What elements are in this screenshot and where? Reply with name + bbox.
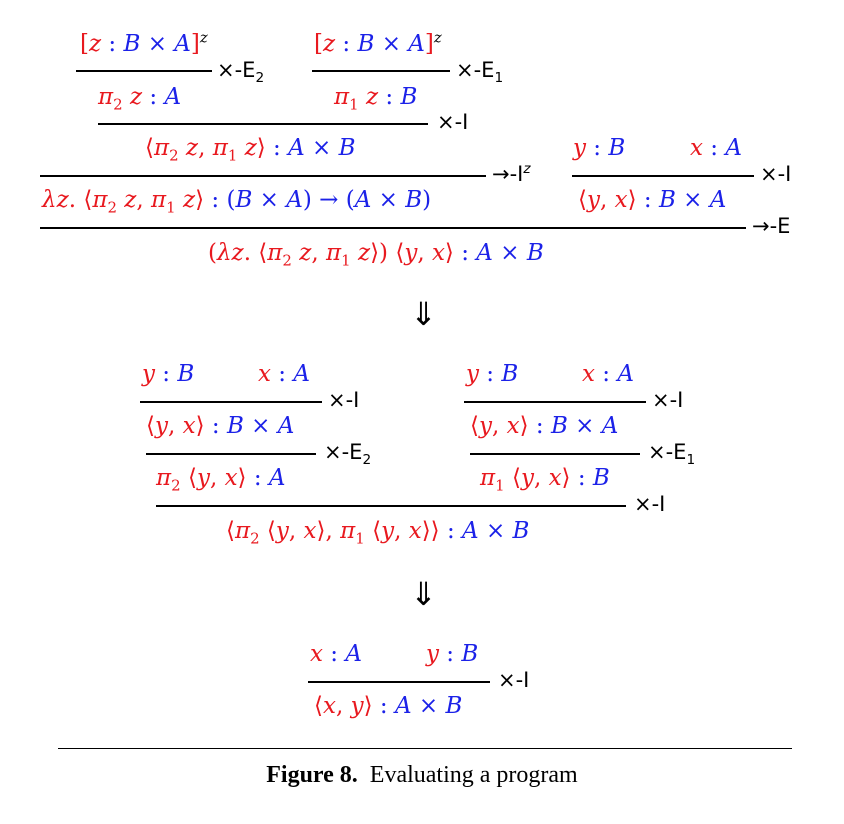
- hypothesis-left: [z : B × A]z: [80, 28, 208, 57]
- projection-2-z: π2 z : A: [98, 84, 182, 114]
- rule-label-arrow-e: →-E: [752, 214, 791, 238]
- inference-line: [140, 401, 322, 403]
- rule-label-i: ×-I: [328, 388, 360, 412]
- projection-1-pair: π1 ⟨y, x⟩ : B: [480, 465, 610, 495]
- pair-x-y: ⟨x, y⟩ : A × B: [314, 693, 463, 719]
- rule-label-i: ×-I: [634, 492, 666, 516]
- lambda-abstraction: λz. ⟨π2 z, π1 z⟩ : (B × A) → (A × B): [42, 187, 432, 217]
- figure-caption: Figure 8. Evaluating a program: [0, 762, 844, 789]
- pair-conclusion: ⟨π2 z, π1 z⟩ : A × B: [145, 135, 356, 165]
- reduction-arrow: ⇓: [410, 575, 437, 613]
- figure-label: Figure 8.: [266, 762, 358, 788]
- figure-caption-text: Evaluating a program: [369, 762, 578, 788]
- pair-conclusion: ⟨π2 ⟨y, x⟩, π1 ⟨y, x⟩⟩ : A × B: [226, 518, 530, 548]
- inference-line: [156, 505, 626, 507]
- inference-line: [98, 123, 428, 125]
- projection-1-z: π1 z : B: [334, 84, 418, 114]
- pair-y-x: ⟨y, x⟩ : B × A: [146, 413, 295, 439]
- pair-y-x: ⟨y, x⟩ : B × A: [578, 187, 727, 213]
- inference-line: [572, 175, 754, 177]
- inference-line: [464, 401, 646, 403]
- inference-line: [146, 453, 316, 455]
- rule-label-e1: ×-E1: [456, 58, 504, 87]
- application-conclusion: (λz. ⟨π2 z, π1 z⟩) ⟨y, x⟩ : A × B: [208, 240, 544, 270]
- hypothesis-right: [z : B × A]z: [314, 28, 442, 57]
- hypothesis-y-b: y : B: [466, 361, 519, 387]
- rule-label-e1: ×-E1: [648, 440, 696, 469]
- rule-label-i: ×-I: [652, 388, 684, 412]
- hypothesis-x-a: x : A: [310, 641, 362, 667]
- hypothesis-y-b: y : B: [142, 361, 195, 387]
- caption-separator: [58, 748, 792, 750]
- hypothesis-x-a: x : A: [582, 361, 634, 387]
- rule-label-e2: ×-E2: [217, 58, 265, 87]
- hypothesis-y-b: y : B: [426, 641, 479, 667]
- rule-label-arrow-i: →-Iz: [492, 161, 531, 186]
- inference-line: [40, 175, 486, 177]
- inference-line: [312, 70, 450, 72]
- rule-label-i: ×-I: [437, 110, 469, 134]
- rule-label-i: ×-I: [760, 162, 792, 186]
- inference-line: [76, 70, 212, 72]
- hypothesis-y-b: y : B: [573, 135, 626, 161]
- rule-label-e2: ×-E2: [324, 440, 372, 469]
- pair-y-x: ⟨y, x⟩ : B × A: [470, 413, 619, 439]
- inference-line: [470, 453, 640, 455]
- inference-line: [308, 681, 490, 683]
- hypothesis-x-a: x : A: [258, 361, 310, 387]
- projection-2-pair: π2 ⟨y, x⟩ : A: [156, 465, 286, 495]
- hypothesis-x-a: x : A: [690, 135, 742, 161]
- reduction-arrow: ⇓: [410, 295, 437, 333]
- inference-line: [40, 227, 746, 229]
- rule-label-i: ×-I: [498, 668, 530, 692]
